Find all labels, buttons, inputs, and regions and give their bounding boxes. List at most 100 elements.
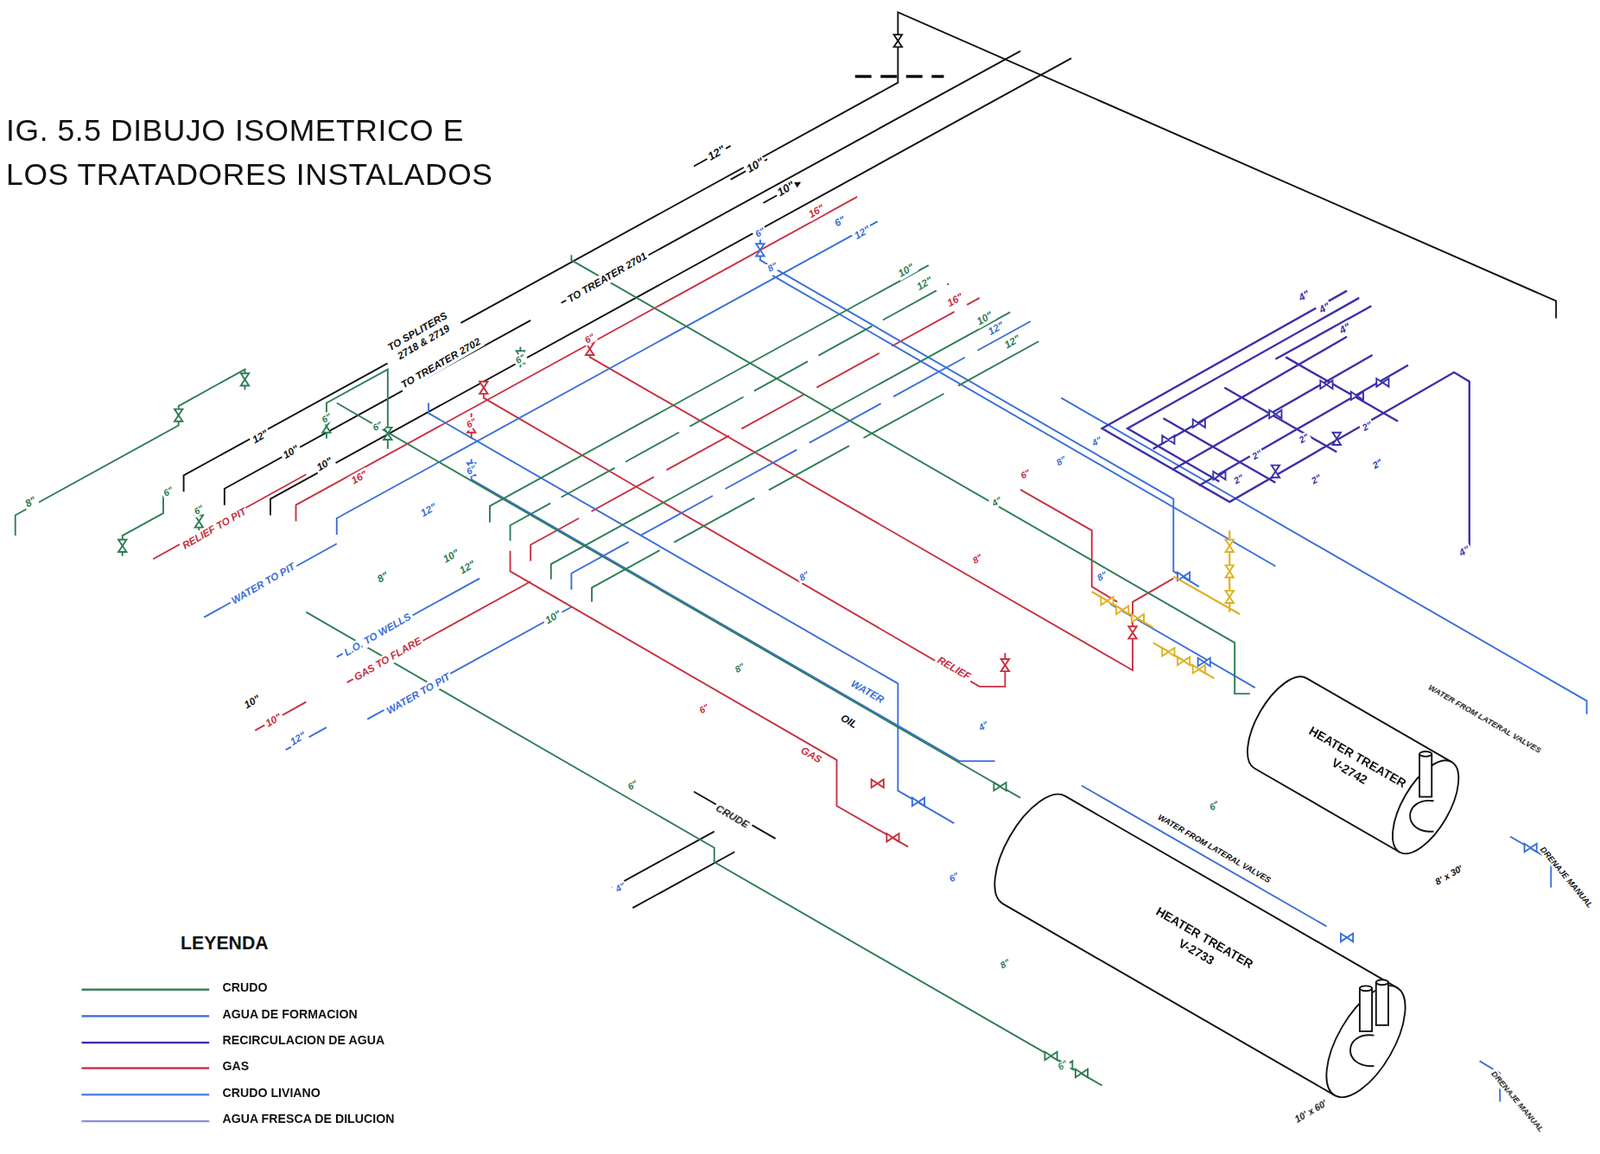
valve-symbol — [755, 243, 764, 256]
legend-text: CRUDO — [220, 981, 270, 996]
pipe-label: 4" — [1295, 286, 1314, 305]
valve-symbol — [1333, 432, 1341, 445]
valve-symbol — [1100, 596, 1113, 605]
pipe-label: 2" — [1358, 418, 1377, 434]
legend-swatch — [81, 1120, 210, 1123]
pipe-label: 2" — [1307, 471, 1326, 488]
valve-symbol — [1320, 380, 1333, 389]
pipe-label: 10" — [312, 454, 337, 476]
pipe-label: WATER TO PIT — [227, 559, 299, 609]
pipe-label: 6" — [317, 410, 336, 426]
pipe-label: 8' x 30' — [1431, 862, 1467, 889]
legend-swatch — [81, 1015, 210, 1017]
legend-text: AGUA FRESCA DE DILUCION — [220, 1113, 397, 1128]
pipe-label: LEYENDA — [178, 933, 271, 954]
pipe-line — [305, 612, 1102, 1086]
pipe-label: 12" — [703, 141, 729, 165]
vessel-outline — [1310, 973, 1422, 1110]
pipe-line — [571, 321, 1030, 591]
pipe-label: 6" — [463, 462, 481, 478]
legend-swatch — [81, 1041, 210, 1043]
pipe-label: WATER FROM LATERAL VALVES — [1424, 682, 1544, 757]
valve-symbol — [1075, 1069, 1088, 1078]
burner-stack — [1359, 985, 1372, 991]
vessel-outline — [1379, 750, 1473, 864]
pipe-label: 12" — [285, 728, 310, 750]
valve-symbol — [1225, 539, 1234, 553]
pipe-label: 10" — [438, 546, 463, 567]
gas-pipes — [152, 196, 1174, 847]
valve-symbol — [871, 779, 884, 788]
legend-swatch — [81, 1093, 210, 1096]
pipe-label: RELIEF TO PIT — [178, 504, 251, 553]
pipe-label: 8" — [996, 956, 1015, 972]
burner-tube — [1350, 1034, 1374, 1067]
burner-stack — [1350, 979, 1389, 1067]
pipe-line — [336, 221, 878, 535]
pipe-label: OIL — [837, 711, 862, 732]
valve-symbol — [118, 539, 127, 553]
legend-text: RECIRCULACION DE AGUA — [220, 1034, 387, 1048]
pipe-label: 16" — [347, 467, 371, 489]
pipe-line — [336, 403, 1021, 799]
pipe-label: 6" — [695, 701, 713, 718]
pipe-label: WATER — [846, 676, 888, 707]
pipe-label: 8" — [21, 493, 40, 511]
pipe-label: 8" — [730, 660, 749, 676]
pipe-label: 10" — [261, 710, 286, 731]
pipe-label: 4" — [611, 879, 629, 896]
pipe-line — [203, 544, 572, 751]
pipe-label: 2" — [1230, 471, 1248, 488]
pipe-label: CRUDE — [711, 800, 753, 832]
pipe-line — [1479, 837, 1552, 1103]
pipe-label: 12" — [417, 500, 441, 521]
valve-symbol — [1271, 465, 1280, 478]
valve-symbol — [1001, 659, 1010, 672]
valve-symbol — [993, 782, 1006, 791]
pipe-line — [590, 342, 1175, 671]
pipe-line — [551, 311, 1010, 579]
burner-stack — [1376, 979, 1389, 985]
valve-symbol — [1225, 565, 1234, 578]
valve-symbol — [1161, 435, 1175, 444]
figure-title: IG. 5.5 DIBUJO ISOMETRICO E LOS TRATADOR… — [6, 107, 530, 197]
pipe-line — [483, 382, 1006, 687]
pipe-line — [184, 12, 1557, 492]
pipe-line — [855, 75, 945, 79]
pipe-line — [1102, 291, 1470, 557]
legend-swatch — [81, 1067, 210, 1070]
pipe-label: 10" — [541, 607, 566, 629]
pipe-label: 8" — [969, 551, 987, 567]
pipe-line — [428, 403, 954, 825]
valve-symbol — [1340, 933, 1353, 942]
pipe-label: 6" — [368, 418, 387, 434]
pipe-label: 6" — [830, 212, 849, 230]
pipe-label: 4" — [988, 494, 1006, 510]
burner-tube — [1409, 800, 1434, 832]
burner-stack — [1376, 982, 1389, 1026]
pipe-label: 4" — [1088, 433, 1106, 450]
pipe-label: 12" — [455, 557, 479, 578]
pipe-label: 16" — [943, 289, 967, 311]
pipe-label: 10" — [742, 154, 768, 178]
pipe-label: 8" — [373, 568, 392, 586]
valve-symbol — [1225, 590, 1234, 604]
valve-symbol — [1161, 647, 1175, 656]
pipe-line — [1153, 336, 1409, 486]
pipe-line — [296, 196, 858, 522]
pipe-label: 6" — [190, 501, 208, 518]
crude-pipes — [15, 254, 1251, 1086]
valve-symbol — [1351, 392, 1364, 400]
pipe-label: GAS — [796, 743, 826, 768]
pipe-label: 8" — [1052, 453, 1070, 470]
valve-symbol — [1116, 606, 1129, 615]
valve-symbol — [174, 409, 183, 422]
pipe-label: 12" — [913, 273, 937, 295]
pipe-label: 2" — [1369, 456, 1387, 472]
pipe-label: 10" — [279, 441, 303, 463]
pipe-line — [1092, 530, 1240, 679]
pipe-label: 2" — [1295, 431, 1314, 447]
pipe-line — [612, 792, 776, 909]
pipe-label: 16" — [804, 201, 828, 223]
pipe-line — [15, 369, 246, 537]
